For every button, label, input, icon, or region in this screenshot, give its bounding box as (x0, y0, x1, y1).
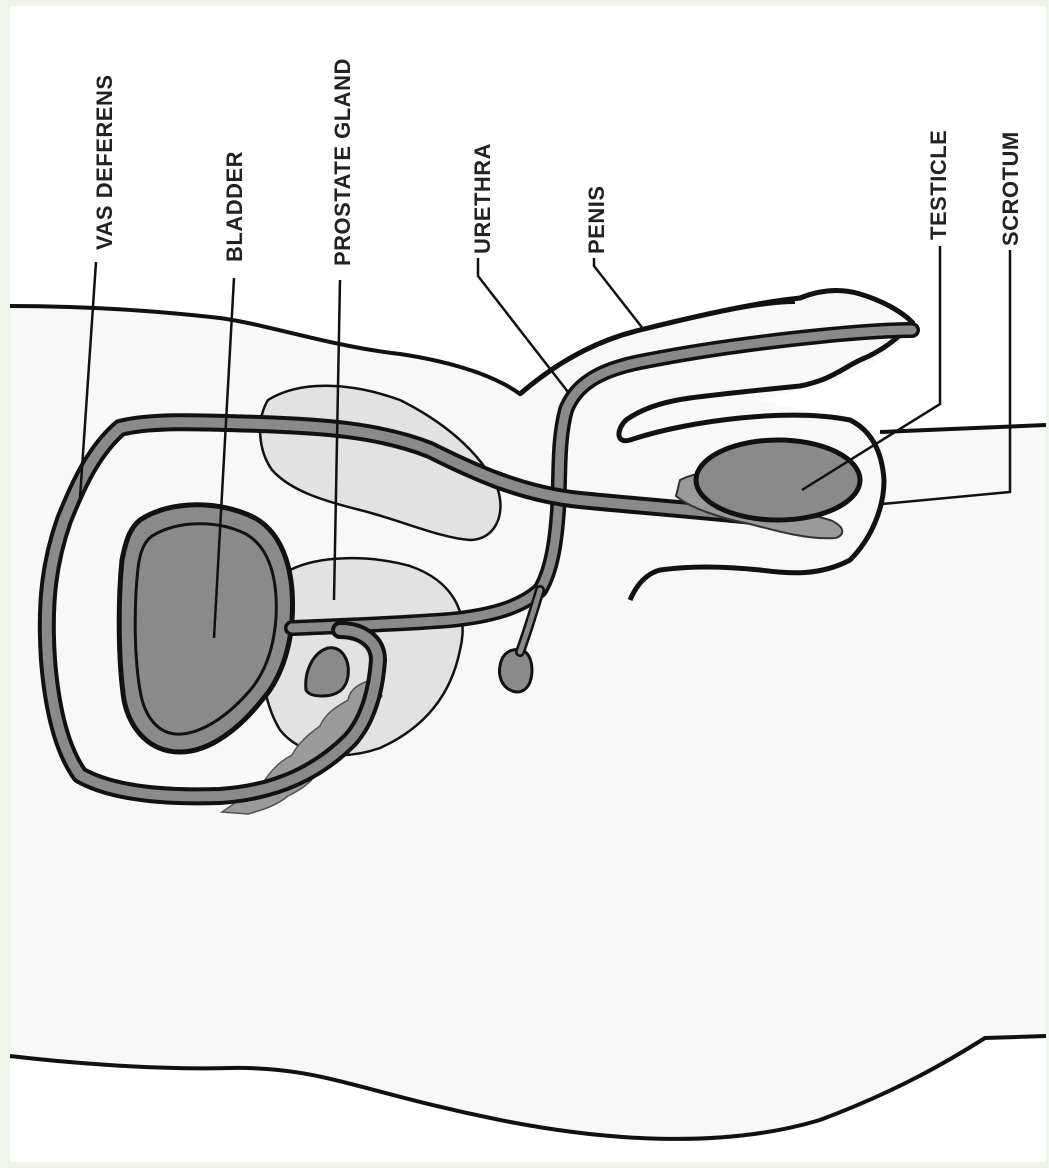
label-penis: PENIS (584, 185, 609, 254)
testicle (696, 440, 860, 520)
label-urethra: URETHRA (470, 143, 495, 254)
label-bladder: BLADDER (222, 151, 247, 262)
label-scrotum: SCROTUM (998, 131, 1023, 246)
label-testicle: TESTICLE (926, 130, 951, 240)
label-vas-deferens: VAS DEFERENS (92, 74, 117, 250)
bulbourethral-gland (499, 650, 531, 692)
label-prostate-gland: PROSTATE GLAND (330, 58, 355, 266)
